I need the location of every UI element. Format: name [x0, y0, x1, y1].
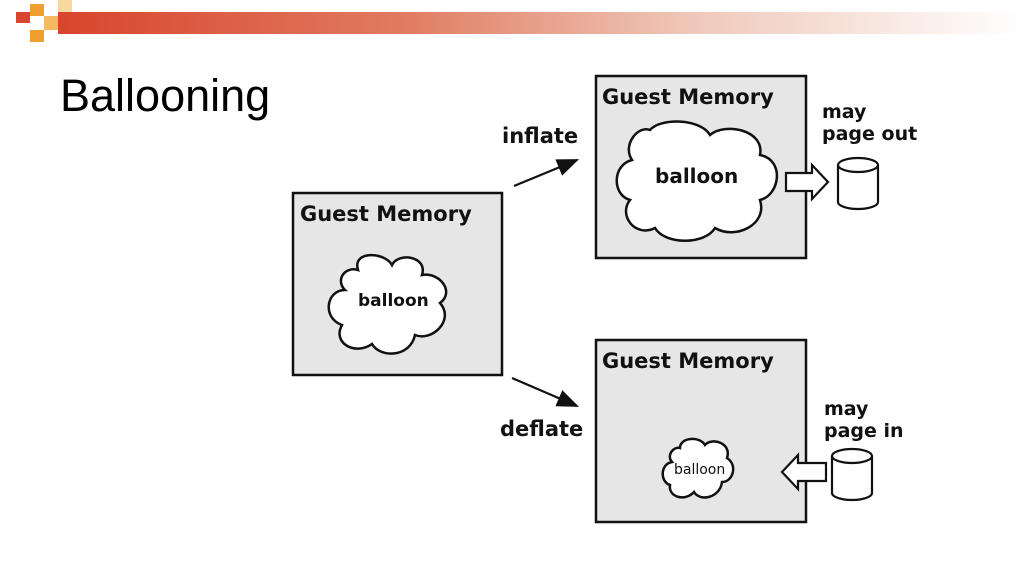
arrow-left-icon: [780, 452, 828, 492]
source-box-title: Guest Memory: [300, 202, 472, 226]
slide-title: Ballooning: [60, 70, 271, 121]
page-out-note-line2: page out: [822, 123, 918, 145]
inflated-balloon-shape: [615, 120, 779, 242]
deflate-label: deflate: [500, 417, 584, 441]
inflate-arrow: [513, 158, 580, 188]
deflated-balloon-label: balloon: [674, 462, 726, 478]
deflate-arrow: [511, 376, 580, 408]
inflated-box-title: Guest Memory: [602, 85, 774, 109]
slide-header-bar: [0, 0, 1024, 48]
page-in-note-line1: may: [824, 398, 869, 420]
inflate-label: inflate: [502, 124, 579, 148]
disk-icon: [836, 156, 880, 211]
header-gradient-bar: [58, 12, 1024, 34]
logo-square-orange-3: [30, 30, 44, 42]
source-balloon-label: balloon: [358, 291, 429, 311]
disk-icon-2: [830, 447, 874, 502]
source-balloon-shape: [327, 253, 448, 355]
deflated-balloon-shape: [661, 437, 735, 499]
logo-square-orange: [30, 4, 44, 16]
deflated-box-title: Guest Memory: [602, 349, 774, 373]
inflated-balloon-label: balloon: [655, 164, 739, 188]
page-out-note-line1: may: [822, 101, 867, 123]
page-in-note-line2: page in: [824, 420, 904, 442]
logo-square-pale: [58, 0, 72, 12]
arrow-right-icon: [784, 162, 830, 202]
logo-square-red: [16, 12, 30, 23]
logo-square-orange-2: [44, 16, 58, 30]
